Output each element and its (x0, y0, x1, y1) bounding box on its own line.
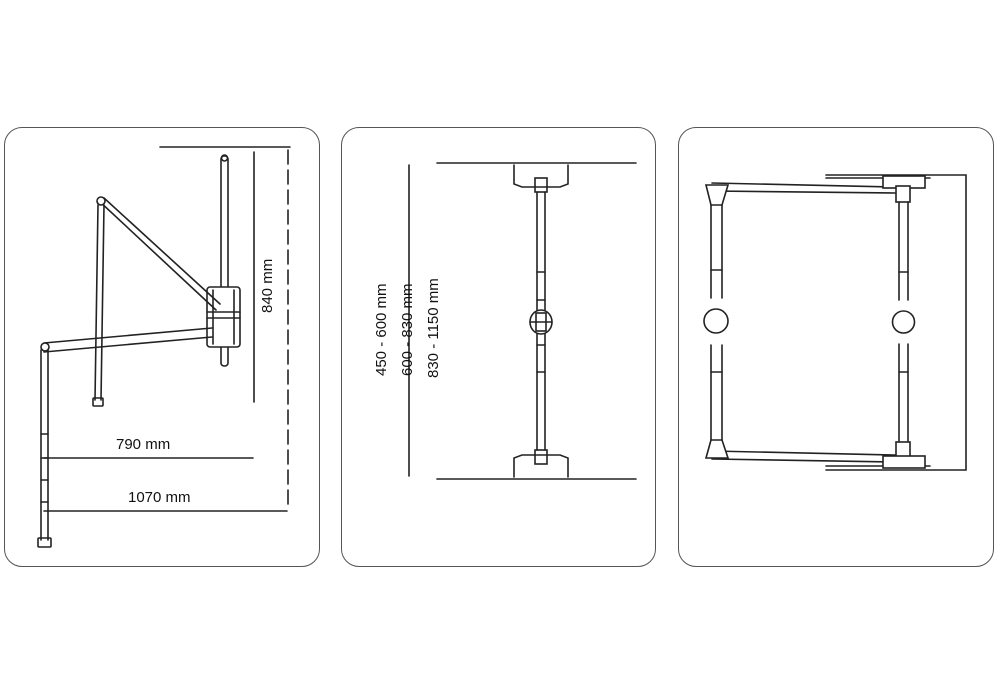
horizontal-arm (43, 327, 213, 344)
top-rail (711, 182, 896, 188)
mast-top-joint (220, 154, 229, 162)
mounting-bracket (206, 286, 241, 348)
top-view-drawing (703, 174, 967, 471)
vertical-mast (220, 155, 229, 367)
boom-pivot (96, 196, 106, 206)
front-view-drawing (408, 162, 637, 480)
support-leg (94, 204, 99, 401)
dimension-1070: 1070 mm (128, 489, 191, 506)
dimension-840: 840 mm (259, 259, 276, 313)
panel-side-view (4, 127, 320, 567)
left-center-clamp (703, 308, 729, 334)
right-bottom-mount (882, 455, 926, 469)
range-830-1150: 830 - 1150 mm (425, 278, 442, 378)
post-foot (37, 537, 52, 548)
wall-outline (825, 174, 967, 471)
bottom-rail (711, 450, 896, 456)
left-bottom-joint (704, 439, 730, 459)
arm-pivot (40, 342, 50, 352)
top-coupling (534, 177, 548, 193)
left-top-joint (704, 184, 730, 206)
top-mount (513, 164, 569, 188)
bottom-mount (513, 454, 569, 478)
dimension-790: 790 mm (116, 436, 170, 453)
right-center-clamp (891, 310, 916, 334)
panel-front-view (341, 127, 656, 567)
bottom-coupling (534, 449, 548, 465)
range-600-830: 600 - 830 mm (399, 283, 416, 376)
panel-top-view (678, 127, 994, 567)
range-450-600: 450 - 600 mm (373, 283, 390, 376)
diagonal-boom (97, 199, 217, 311)
side-view-drawing (37, 146, 291, 548)
